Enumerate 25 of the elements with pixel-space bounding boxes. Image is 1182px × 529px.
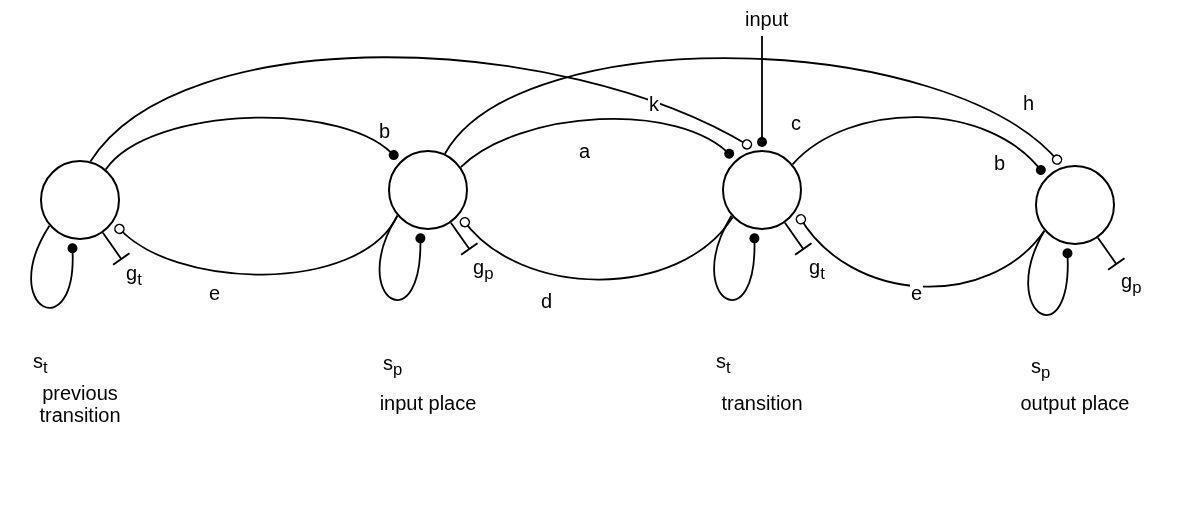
caption-text: output place [1019, 392, 1131, 414]
connector [791, 116, 1046, 176]
gate-line [1097, 236, 1126, 271]
caption-text: input place [378, 392, 478, 414]
connector [104, 116, 399, 171]
self-loop [1027, 229, 1073, 316]
self-loop [713, 214, 760, 301]
connector [444, 57, 1062, 166]
gate-line [102, 231, 131, 266]
neuron-circle [388, 150, 468, 230]
self-loop [378, 214, 426, 301]
connector [459, 118, 734, 168]
gate-line [784, 221, 813, 256]
connector [89, 56, 753, 163]
connector [757, 35, 767, 147]
edge-label: b [378, 120, 392, 142]
gate-line [450, 221, 479, 256]
neuron-circle [40, 160, 120, 240]
caption-text: previous transition [38, 382, 122, 426]
neuron-circle [1035, 165, 1115, 245]
self-loop [30, 224, 78, 309]
input-label: input [745, 8, 789, 30]
caption-text: transition [720, 392, 804, 414]
neuron-circle [722, 150, 802, 230]
connector [459, 216, 734, 281]
